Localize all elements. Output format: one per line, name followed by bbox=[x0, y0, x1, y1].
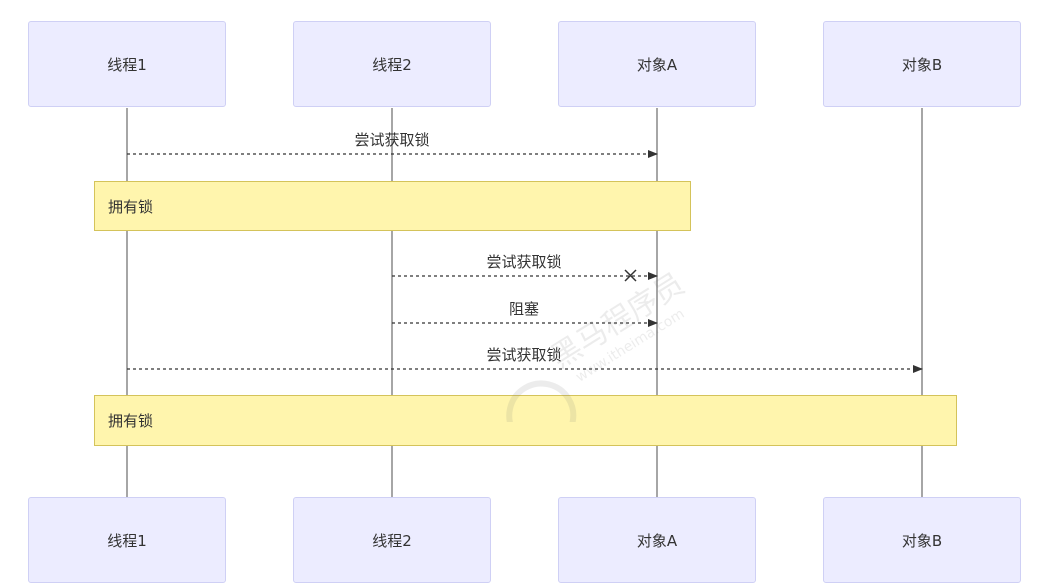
actor-label: 线程2 bbox=[372, 55, 412, 74]
actor-label: 对象A bbox=[636, 55, 678, 74]
note-owns-lock-1: 拥有锁 bbox=[94, 181, 691, 231]
message-label: 阻塞 bbox=[508, 300, 540, 318]
actor-thread1-bottom: 线程1 bbox=[28, 497, 226, 583]
actor-label: 对象B bbox=[901, 55, 943, 74]
message-label: 尝试获取锁 bbox=[486, 346, 562, 364]
actor-objectA-bottom: 对象A bbox=[558, 497, 756, 583]
message-label: 尝试获取锁 bbox=[354, 131, 430, 149]
actor-label: 线程1 bbox=[107, 55, 147, 74]
actor-label: 对象A bbox=[636, 531, 678, 550]
actor-thread2-top: 线程2 bbox=[293, 21, 491, 107]
actor-label: 线程1 bbox=[107, 531, 147, 550]
note-text: 拥有锁 bbox=[108, 412, 154, 430]
note-owns-lock-2: 拥有锁 bbox=[94, 395, 957, 446]
actor-thread2-bottom: 线程2 bbox=[293, 497, 491, 583]
message-cross-icon bbox=[624, 269, 637, 282]
note-text: 拥有锁 bbox=[108, 197, 154, 216]
actor-label: 线程2 bbox=[372, 531, 412, 550]
message-label: 尝试获取锁 bbox=[486, 253, 562, 271]
actor-objectB-bottom: 对象B bbox=[823, 497, 1021, 583]
actor-thread1-top: 线程1 bbox=[28, 21, 226, 107]
actor-label: 对象B bbox=[901, 531, 943, 550]
actor-objectB-top: 对象B bbox=[823, 21, 1021, 107]
actor-objectA-top: 对象A bbox=[558, 21, 756, 107]
